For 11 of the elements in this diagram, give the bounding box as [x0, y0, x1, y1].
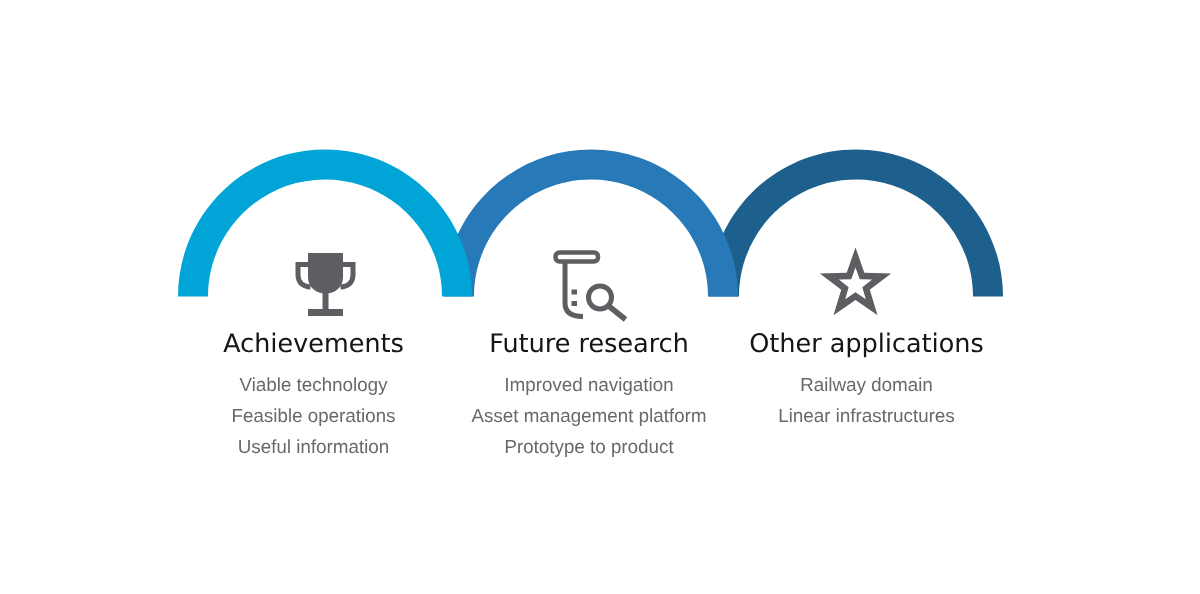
- list-item: Feasible operations: [233, 408, 395, 426]
- list-item: Prototype to product: [505, 439, 674, 457]
- list-item: Railway domain: [801, 377, 932, 395]
- list-item: Viable technology: [239, 377, 388, 395]
- list-item: Asset management platform: [471, 408, 706, 426]
- list-item: Linear infrastructures: [779, 408, 955, 423]
- heading: Achievements: [223, 332, 403, 353]
- list-item: Useful information: [239, 439, 388, 454]
- heading: Future research: [491, 332, 687, 353]
- heading: Other applications: [750, 332, 983, 358]
- list-item: Improved navigation: [506, 377, 673, 395]
